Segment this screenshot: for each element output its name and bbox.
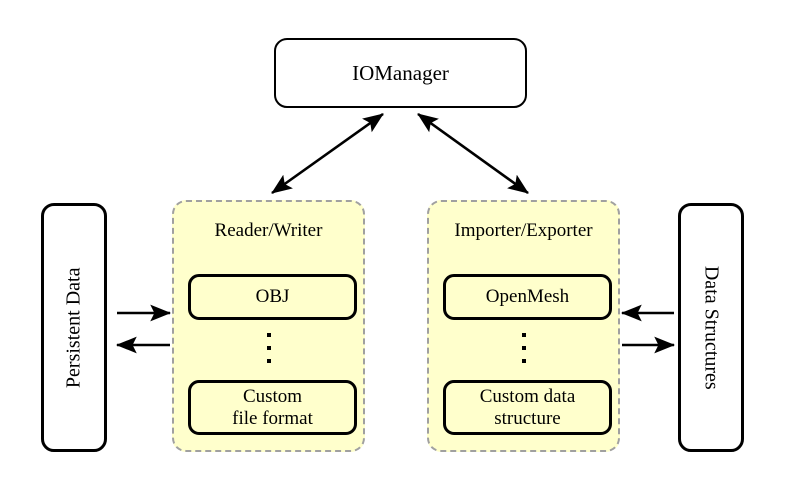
group-importer-exporter[interactable]: Importer/Exporter OpenMesh Custom data s… <box>427 200 620 452</box>
node-custom-data-structure-line1: Custom data <box>479 385 576 407</box>
node-obj[interactable]: OBJ <box>188 274 357 320</box>
node-custom-file-format-line1: Custom <box>242 385 303 407</box>
ellipsis-importer-exporter <box>429 333 618 363</box>
ellipsis-dot <box>521 333 526 337</box>
group-reader-writer-title: Reader/Writer <box>214 220 323 241</box>
node-openmesh[interactable]: OpenMesh <box>443 274 612 320</box>
node-openmesh-label: OpenMesh <box>485 286 570 308</box>
ellipsis-dot <box>266 346 271 350</box>
data-structures-label: Data Structures <box>700 265 723 390</box>
node-custom-file-format[interactable]: Custom file format <box>188 380 357 435</box>
node-custom-file-format-line2: file format <box>232 407 313 429</box>
ellipsis-reader-writer <box>174 333 363 363</box>
node-obj-label: OBJ <box>255 286 290 308</box>
ellipsis-dot <box>266 333 271 337</box>
node-custom-data-structure[interactable]: Custom data structure <box>443 380 612 435</box>
group-importer-exporter-title: Importer/Exporter <box>454 220 593 241</box>
io-manager-label: IOManager <box>352 60 449 85</box>
ellipsis-dot <box>521 359 526 363</box>
arrow-manager-importerexporter <box>417 112 529 195</box>
node-io-manager[interactable]: IOManager <box>274 38 527 108</box>
node-persistent-data[interactable]: Persistent Data <box>41 203 107 452</box>
ellipsis-dot <box>266 359 271 363</box>
node-data-structures[interactable]: Data Structures <box>678 203 744 452</box>
node-custom-data-structure-line2: structure <box>494 407 561 429</box>
ellipsis-dot <box>521 346 526 350</box>
arrow-manager-readerwriter <box>271 112 384 195</box>
group-reader-writer[interactable]: Reader/Writer OBJ Custom file format <box>172 200 365 452</box>
persistent-data-label: Persistent Data <box>62 267 85 388</box>
